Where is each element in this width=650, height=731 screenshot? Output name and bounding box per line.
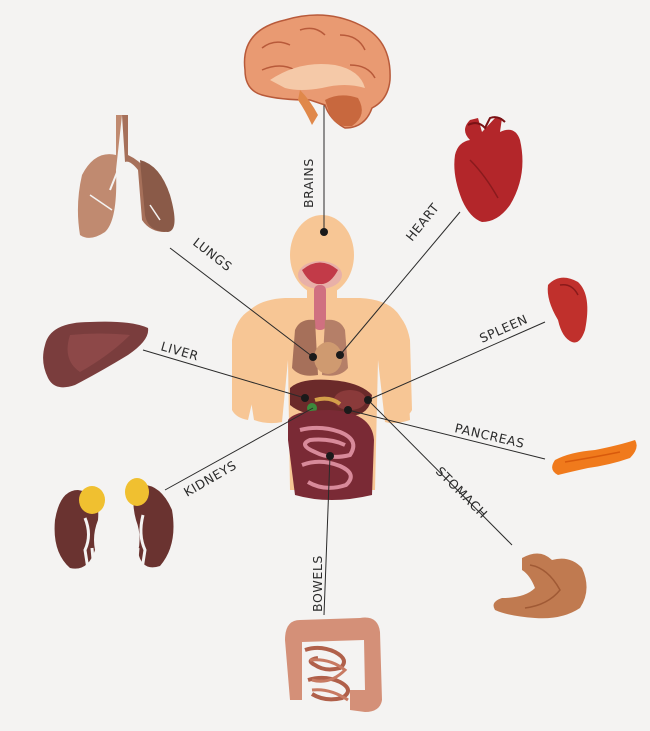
- leader-lines: [142, 100, 546, 616]
- label-liver: LIVER: [159, 338, 200, 363]
- liver-icon: [43, 321, 149, 388]
- leader-dots: [301, 228, 372, 460]
- label-heart: HEART: [403, 200, 443, 244]
- pancreas-icon: [552, 440, 637, 475]
- label-pancreas: PANCREAS: [453, 420, 526, 451]
- spleen-icon: [547, 277, 588, 343]
- label-kidneys: KIDNEYS: [181, 457, 239, 499]
- label-brains: BRAINS: [301, 158, 316, 208]
- bowels-icon: [285, 617, 382, 712]
- label-stomach: STOMACH: [433, 464, 491, 522]
- heart-icon: [454, 116, 523, 222]
- brain-icon: [243, 14, 391, 129]
- lungs-icon: [77, 115, 175, 238]
- label-bowels: BOWELS: [310, 555, 325, 612]
- stomach-icon: [493, 553, 587, 619]
- kidneys-icon: [54, 478, 174, 584]
